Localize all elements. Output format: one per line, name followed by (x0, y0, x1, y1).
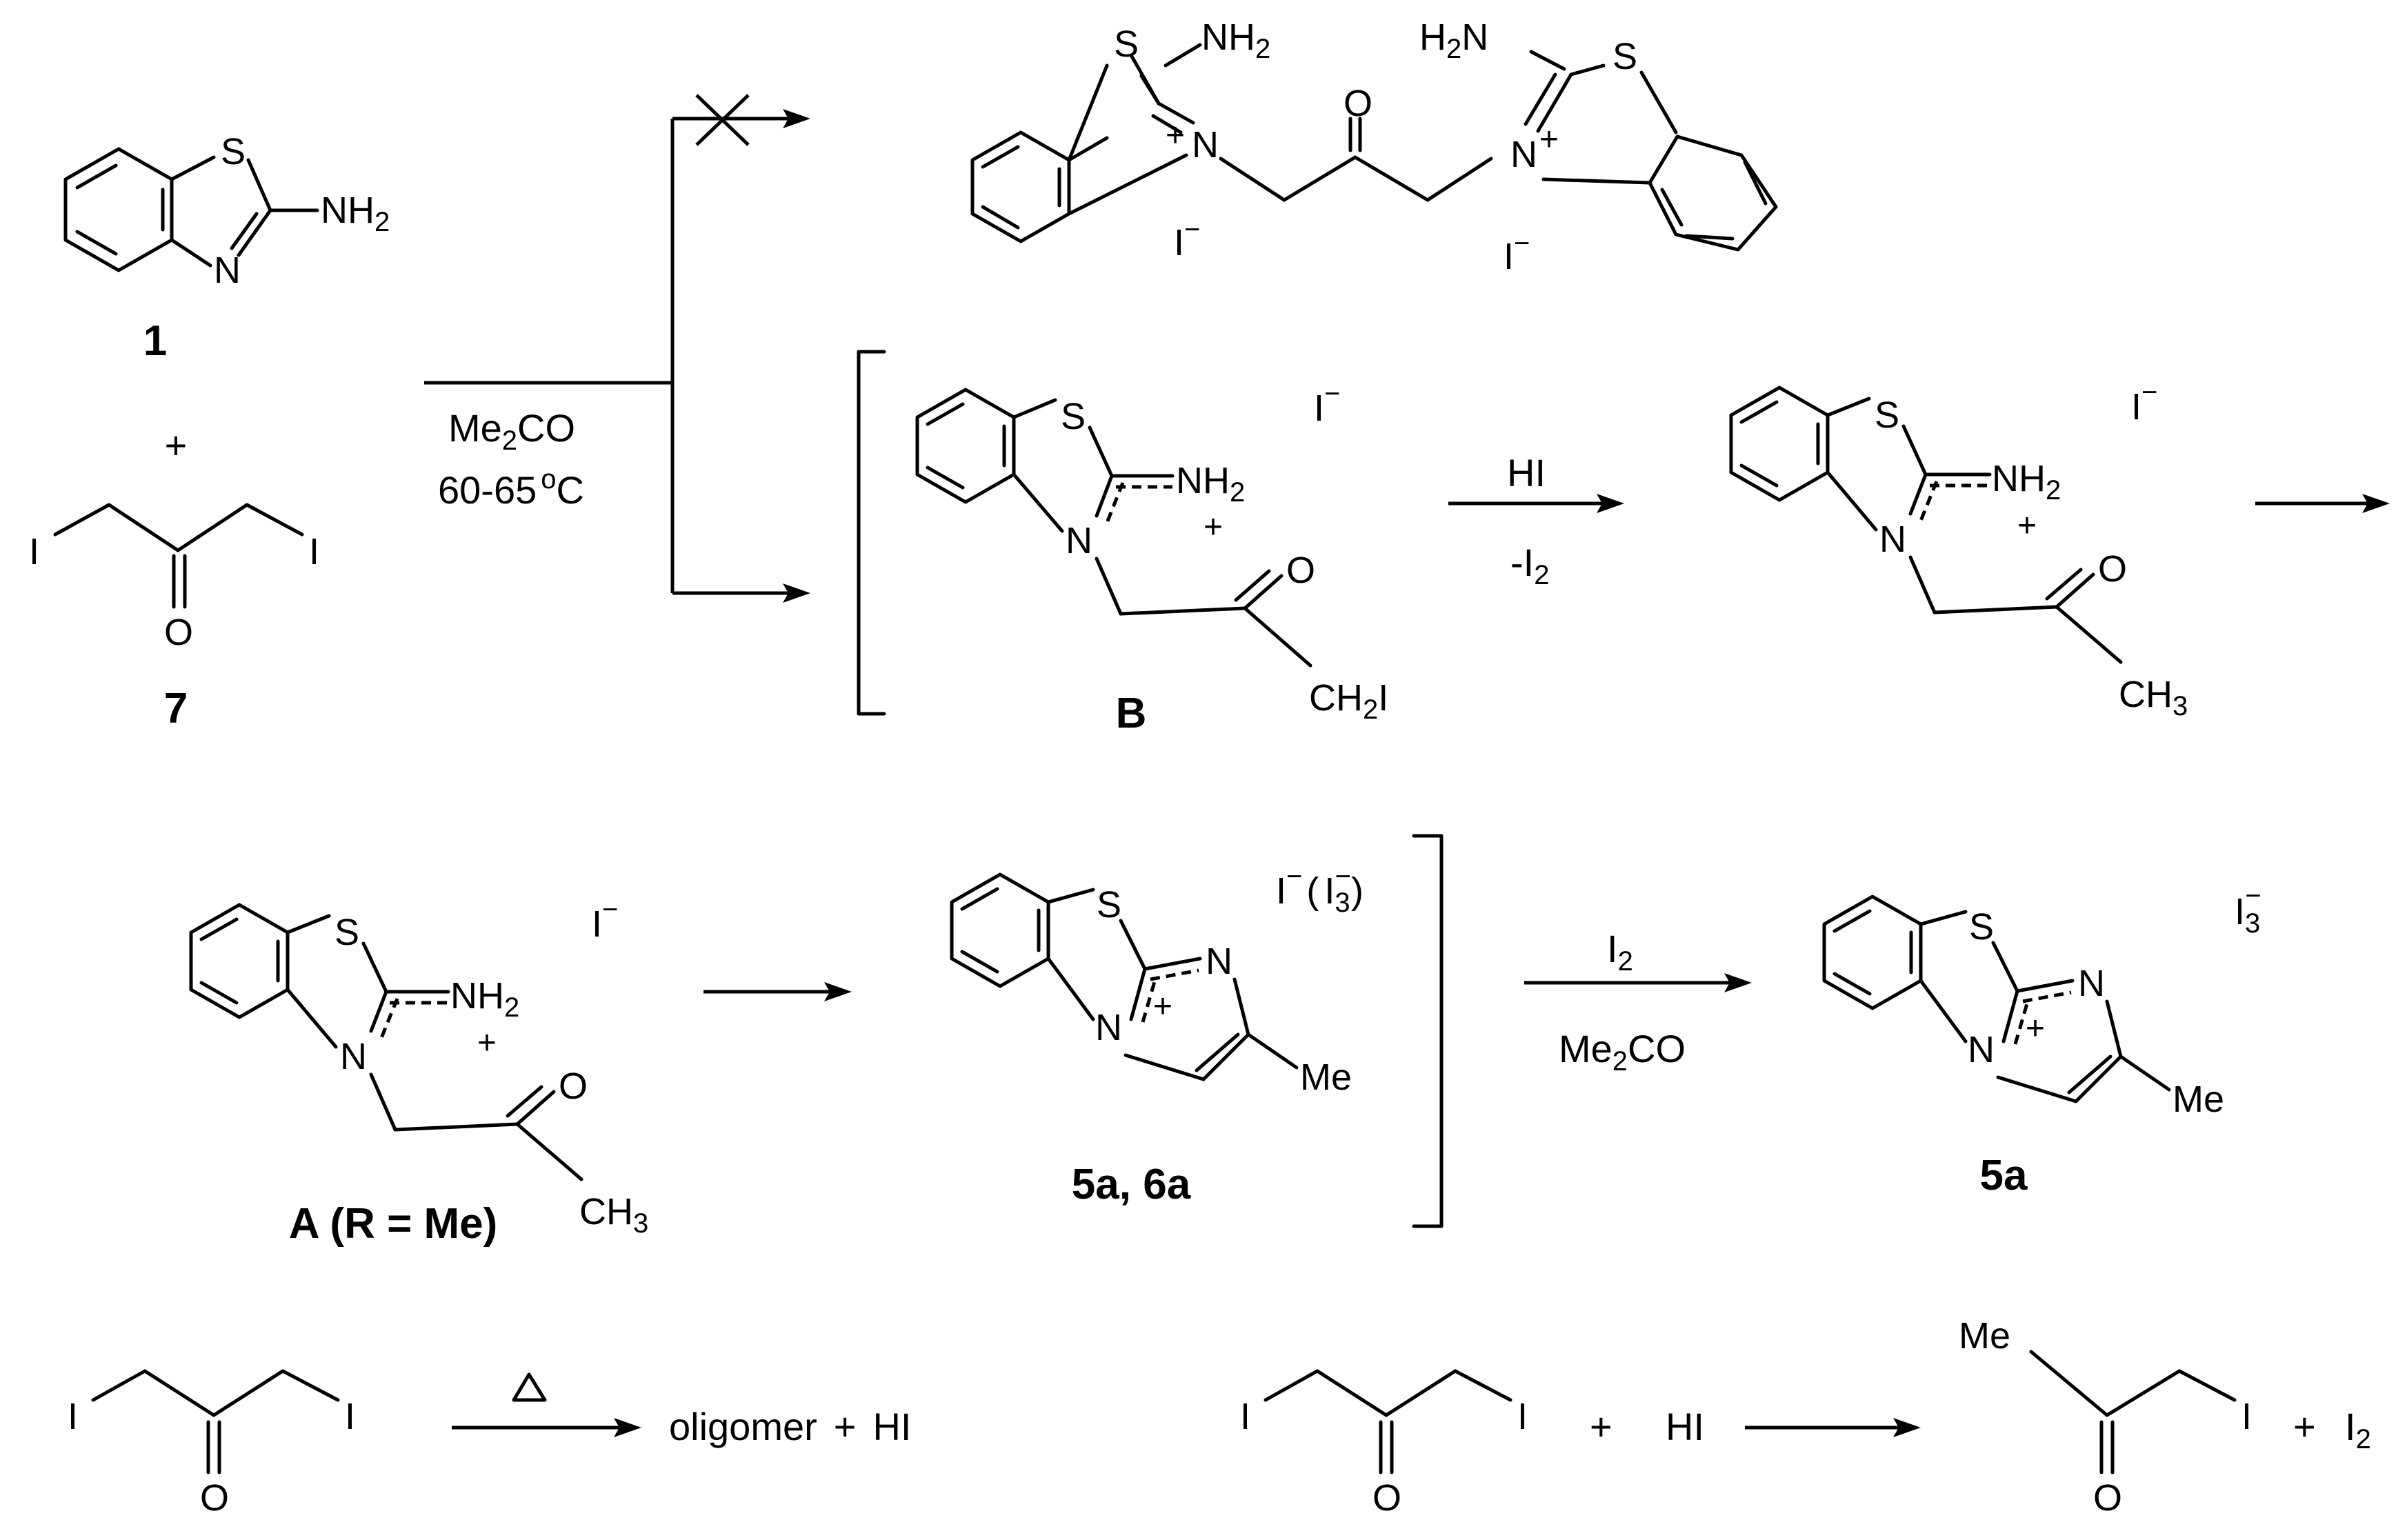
svg-text:Me: Me (1959, 1315, 2010, 1357)
svg-text:I2: I2 (1607, 927, 1633, 977)
svg-text:HI: HI (1507, 451, 1546, 494)
atom-n: N (214, 250, 241, 291)
cyclization-arrow (703, 982, 852, 1001)
svg-text:I3−: I3− (2235, 881, 2261, 939)
side-reaction-decomposition: I I O oligomer+HI (68, 1369, 911, 1519)
svg-text:S: S (1969, 906, 1994, 948)
svg-text:S: S (1097, 884, 1121, 926)
svg-text:NH2: NH2 (1992, 458, 2061, 506)
svg-text:+: + (2293, 1405, 2316, 1448)
compound-5a: S N Me N + I3− 5a (1822, 881, 2261, 1199)
svg-text:+: + (2026, 1010, 2045, 1047)
svg-text:N: N (340, 1036, 367, 1077)
label-b: B (1116, 690, 1147, 737)
compound-1: S N NH2 1 (63, 131, 390, 365)
svg-text:NH2: NH2 (321, 190, 390, 237)
svg-text:Me2CO: Me2CO (448, 406, 575, 456)
label-1: 1 (143, 317, 167, 365)
svg-text:Me: Me (1300, 1057, 1352, 1098)
svg-text:O: O (200, 1477, 229, 1519)
svg-text:NH2: NH2 (1201, 17, 1270, 64)
svg-text:N: N (1968, 1029, 1995, 1070)
compound-a: S NH2 + N O CH3 I− A (R = Me) (189, 894, 648, 1248)
label-5a-6a: 5a, 6a (1072, 1161, 1191, 1208)
compound-7: I I O 7 (29, 503, 319, 732)
hi-arrow: HI -I2 (1448, 451, 1624, 590)
svg-text:I: I (1240, 1396, 1250, 1437)
intermediate-b: S NH2 + N O CH2I I− B (857, 350, 1388, 737)
deiodinated-intermediate: S NH2 + N O CH3 I− (1729, 377, 2188, 721)
svg-text:CH3: CH3 (2119, 674, 2188, 721)
svg-text:HI: HI (1666, 1405, 1704, 1448)
svg-text:O: O (2098, 548, 2127, 590)
svg-text:S: S (1114, 23, 1139, 65)
svg-text:I−: I− (592, 894, 618, 945)
svg-text:I−: I− (2131, 377, 2157, 428)
label-a: A (R = Me) (289, 1200, 498, 1248)
svg-text:N: N (1095, 1007, 1122, 1048)
svg-text:NH2: NH2 (1176, 460, 1245, 508)
svg-text:+: + (2017, 508, 2037, 544)
svg-text:N: N (1510, 134, 1537, 175)
atom-s: S (221, 131, 246, 172)
label-5a: 5a (1980, 1152, 2028, 1199)
svg-text:Me2CO: Me2CO (1559, 1027, 1686, 1077)
svg-text:+: + (1204, 509, 1223, 546)
svg-text:S: S (1061, 396, 1086, 437)
heat-delta-icon (512, 1372, 547, 1402)
svg-text:N: N (1879, 519, 1906, 560)
svg-text:S: S (334, 912, 359, 953)
svg-text:I−: I− (1174, 214, 1200, 263)
svg-text:N: N (1192, 124, 1219, 166)
svg-text:N: N (1206, 941, 1232, 982)
svg-text:+: + (1590, 1405, 1612, 1448)
svg-text:H2N: H2N (1419, 17, 1488, 64)
bis-benzothiazolium-product: S NH2 N + O I− N + S H2N I− (970, 17, 1778, 277)
svg-text:O: O (2093, 1477, 2122, 1519)
label-7: 7 (164, 685, 188, 732)
svg-text:O: O (164, 612, 193, 653)
svg-text:O: O (1344, 83, 1372, 124)
svg-text:+: + (477, 1025, 497, 1061)
svg-text:N: N (2078, 963, 2105, 1004)
svg-text:I: I (1517, 1396, 1528, 1437)
svg-text:NH2: NH2 (450, 975, 519, 1023)
svg-text:S: S (1875, 394, 1899, 436)
svg-text:Me: Me (2173, 1079, 2224, 1120)
svg-text:+: + (1166, 117, 1185, 154)
svg-text:N: N (1066, 520, 1092, 561)
svg-text:CH3: CH3 (579, 1191, 648, 1239)
svg-text:S: S (1612, 36, 1637, 77)
svg-text:+: + (1539, 121, 1559, 158)
iodination-arrow: I2 Me2CO (1524, 927, 1752, 1077)
svg-text:-I2: -I2 (1510, 541, 1549, 590)
svg-text:I: I (68, 1396, 78, 1437)
continuation-arrow (2255, 494, 2390, 513)
svg-text:+: + (1153, 988, 1172, 1025)
compound-5a-6a: S N Me N + I−(I3−) 5a, 6a (950, 834, 1444, 1228)
svg-text:I−: I− (1314, 379, 1340, 429)
svg-text:O: O (1286, 550, 1315, 591)
svg-text:I−(I3−): I−(I3−) (1276, 861, 1364, 918)
svg-text:I2: I2 (2345, 1405, 2371, 1454)
side-reaction-reduction: I I O + HI Me O I + I2 (1240, 1315, 2371, 1519)
svg-text:I: I (2241, 1396, 2252, 1437)
svg-text:oligomer+HI: oligomer+HI (669, 1405, 911, 1448)
svg-text:O: O (559, 1066, 588, 1107)
svg-text:I: I (29, 531, 39, 572)
svg-text:I−: I− (1504, 228, 1530, 277)
svg-text:I: I (309, 531, 319, 572)
svg-text:O: O (1372, 1477, 1401, 1519)
svg-text:CH2I: CH2I (1309, 677, 1388, 725)
plus-sign-1: + (165, 423, 188, 467)
svg-text:I: I (345, 1396, 355, 1437)
